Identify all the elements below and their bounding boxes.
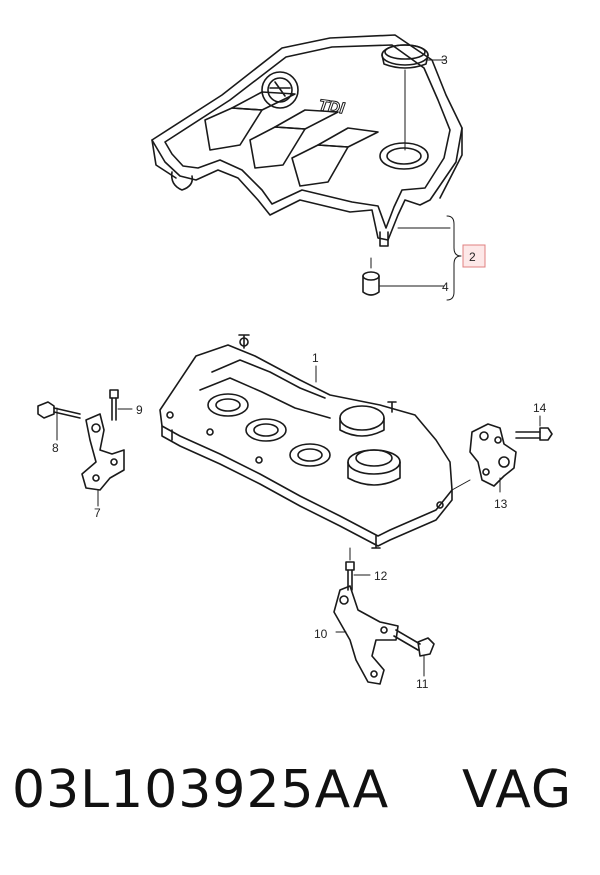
- callout-label-8: 8: [52, 441, 59, 455]
- tdi-badge-text: TDI: [317, 97, 345, 117]
- callout-label-1: 1: [312, 351, 319, 365]
- callout-label-3: 3: [441, 53, 448, 67]
- bracket-2: [446, 215, 462, 301]
- right-bracket-assembly: [451, 415, 553, 493]
- grommet-part: [362, 257, 445, 296]
- left-bracket-assembly: [37, 389, 133, 507]
- seal-ring-part: [381, 44, 447, 151]
- callout-label-11: 11: [416, 677, 429, 691]
- part-number: 03L103925AA: [12, 760, 390, 820]
- callout-label-9: 9: [136, 403, 143, 417]
- callout-label-14: 14: [533, 401, 547, 415]
- lower-bracket-assembly: [333, 547, 435, 685]
- engine-cover: [151, 34, 463, 247]
- callout-label-10: 10: [314, 627, 328, 641]
- cylinder-head-cover: [159, 334, 453, 549]
- callout-label-2: 2: [469, 250, 476, 264]
- callout-label-7: 7: [94, 506, 101, 520]
- highlight-box-2: [462, 244, 486, 268]
- callout-label-4: 4: [442, 280, 449, 294]
- callout-label-12: 12: [374, 569, 388, 583]
- brand-name: VAG: [462, 760, 573, 820]
- callout-label-13: 13: [494, 497, 508, 511]
